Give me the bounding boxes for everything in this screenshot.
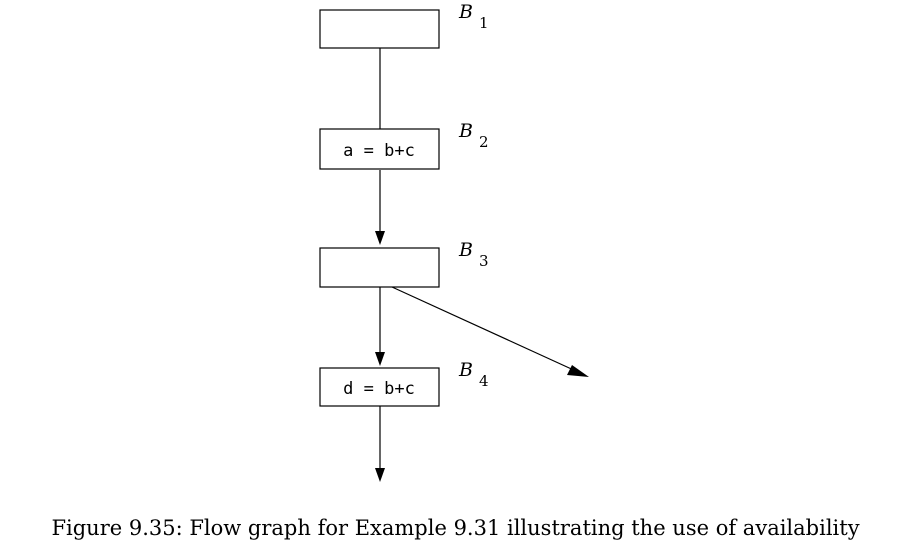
edge-b3-exit <box>391 286 579 373</box>
block-b3: B 3 <box>319 239 489 288</box>
block-b2: a = b+c B 2 <box>319 120 489 170</box>
block-b3-box <box>319 247 440 288</box>
block-b3-subscript: 3 <box>479 252 489 270</box>
block-b1: B 1 <box>319 1 489 49</box>
block-b2-code: a = b+c <box>343 141 415 161</box>
block-b1-label: B <box>458 1 473 23</box>
figure-caption: Figure 9.35: Flow graph for Example 9.31… <box>51 516 860 540</box>
edge-b3-exit-arrowhead <box>567 365 589 377</box>
block-b4-label: B <box>458 359 473 381</box>
block-b4-subscript: 4 <box>479 372 489 390</box>
block-b1-box <box>319 9 440 49</box>
block-b2-subscript: 2 <box>479 133 489 151</box>
block-b2-label: B <box>458 120 473 142</box>
block-b3-label: B <box>458 239 473 261</box>
block-b2-box <box>319 128 440 170</box>
block-b1-subscript: 1 <box>479 14 489 32</box>
block-b4-code: d = b+c <box>343 379 415 399</box>
edge-b3-b4-arrowhead <box>375 352 385 366</box>
block-b4: d = b+c B 4 <box>319 359 489 407</box>
edge-b2-b3-arrowhead <box>375 231 385 245</box>
edge-b4-exit-arrowhead <box>375 468 385 482</box>
block-b4-box <box>319 367 440 407</box>
